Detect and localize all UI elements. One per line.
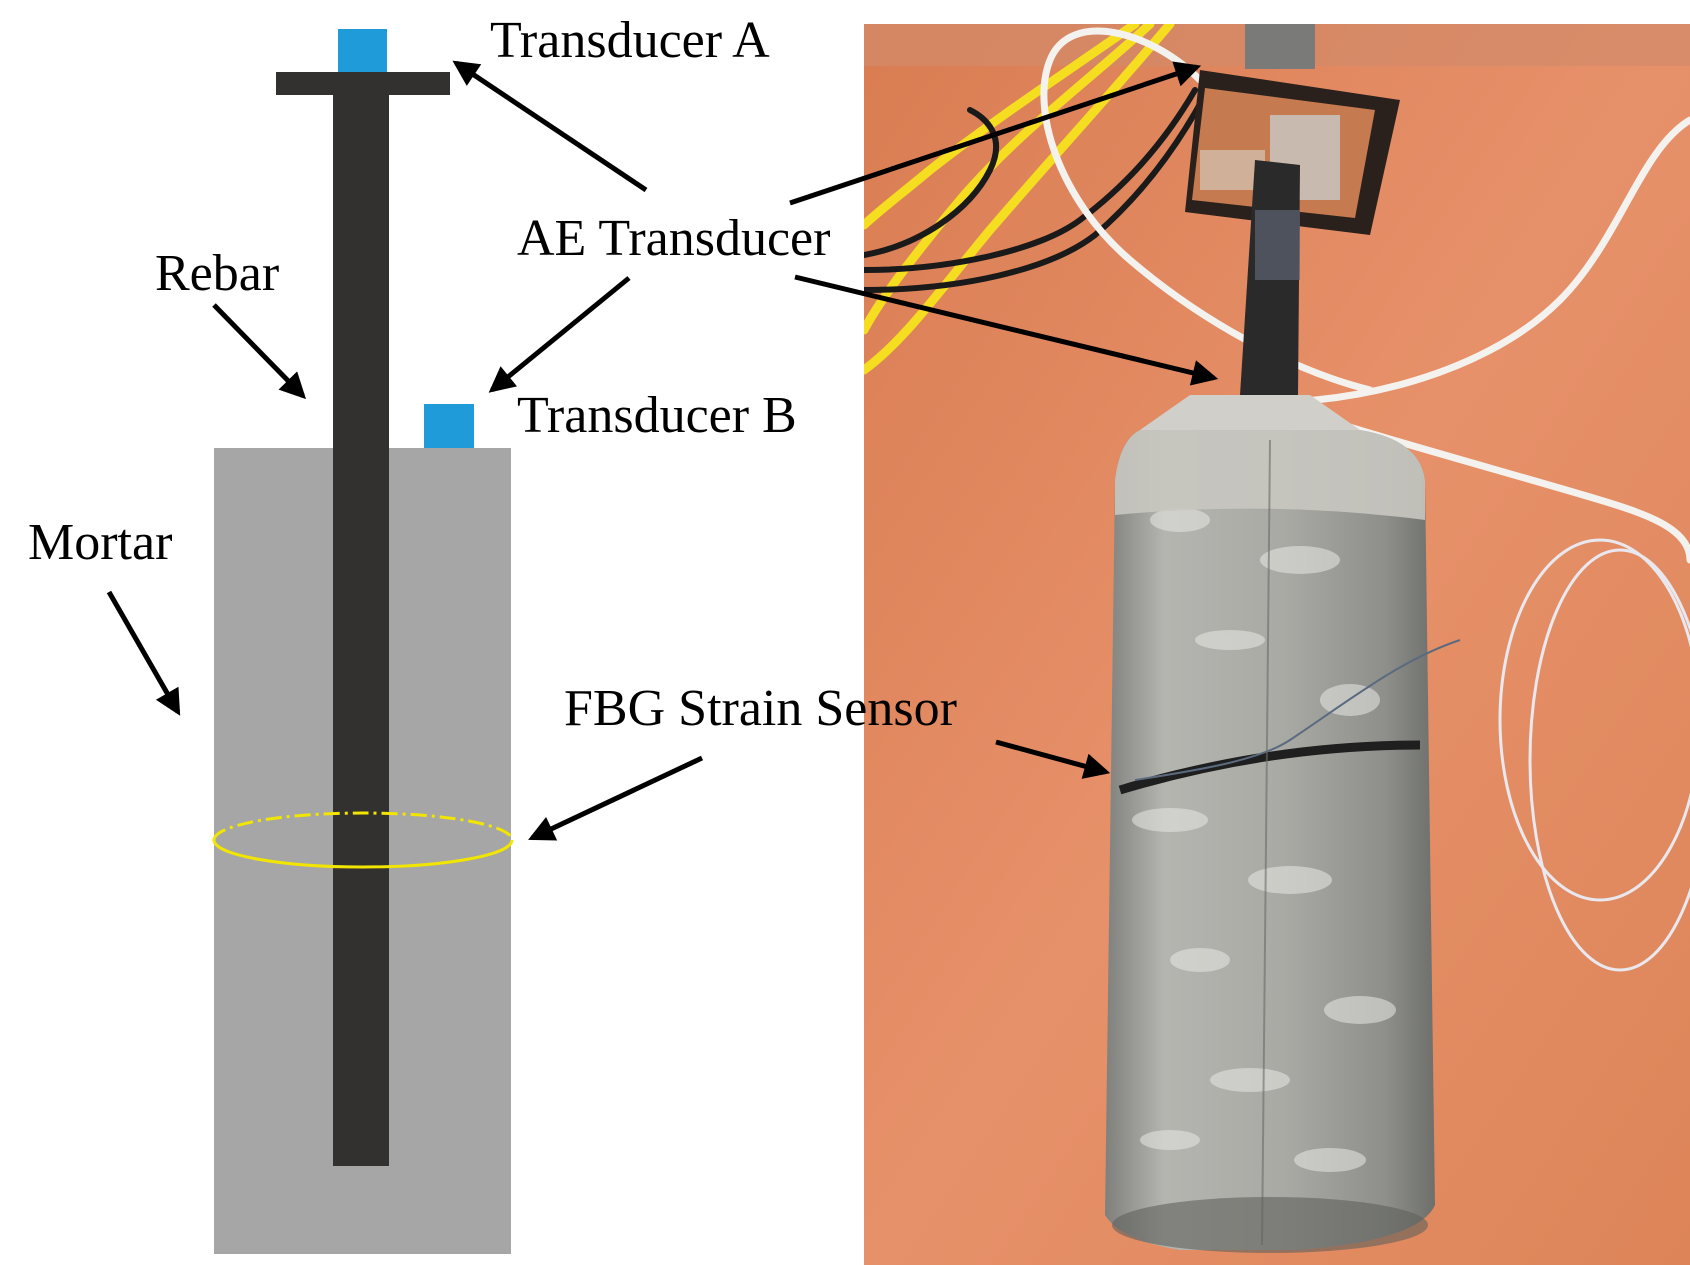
arrow-to-photo-rebar [794, 274, 1219, 386]
rebar-bar [333, 88, 389, 1166]
arrow-to-transducer-a [452, 60, 648, 193]
arrow-to-mortar [106, 590, 181, 716]
schematic-diagram [212, 29, 514, 1254]
transducer-b-block [424, 404, 474, 448]
arrow-to-photo-transducer [789, 61, 1202, 206]
arrow-to-transducer-b [488, 276, 631, 393]
arrow-to-fbg-ring [528, 755, 704, 841]
arrow-to-photo-fbg [995, 739, 1111, 779]
annotation-arrows [106, 60, 1219, 841]
photo-transducer-plate [1185, 70, 1400, 235]
specimen-photo [864, 24, 1690, 1265]
label-transducer-b: Transducer B [517, 387, 797, 444]
label-rebar: Rebar [155, 245, 279, 302]
label-ae-transducer: AE Transducer [517, 210, 830, 267]
transducer-a-block [338, 29, 387, 72]
rebar-head-plate [276, 72, 450, 95]
fbg-ring [212, 811, 514, 869]
photo-cylinder [1105, 395, 1461, 1253]
arrow-to-rebar [212, 303, 307, 400]
label-mortar: Mortar [28, 514, 172, 571]
label-fbg-sensor: FBG Strain Sensor [564, 680, 957, 737]
label-transducer-a: Transducer A [490, 12, 770, 69]
labels: Transducer A AE Transducer Rebar Transdu… [28, 12, 957, 737]
